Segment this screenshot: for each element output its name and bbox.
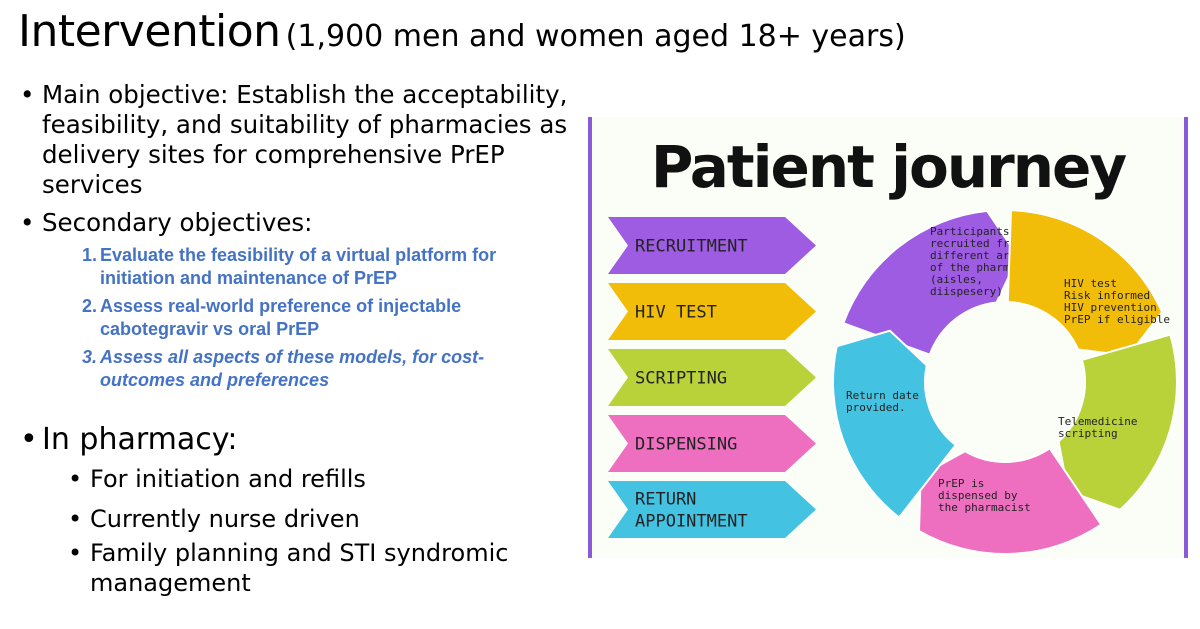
- cycle-segment-4: [917, 446, 1103, 555]
- diagram-left-border: [588, 117, 592, 558]
- step-label: DISPENSING: [635, 435, 737, 455]
- cycle-segment-2: [1006, 209, 1164, 357]
- title-subtitle: (1,900 men and women aged 18+ years): [285, 19, 906, 54]
- cycle-label: Return date: [846, 389, 919, 402]
- patient-journey-diagram: Patient journey RECRUITMENT HIV TEST SCRIP…: [588, 117, 1188, 558]
- secondary-objectives-label: Secondary objectives:: [18, 208, 568, 238]
- diagram-right-border: [1184, 117, 1188, 558]
- cycle-label: the pharmacist: [938, 501, 1031, 514]
- cycle-label: recruited from: [930, 237, 1023, 250]
- cycle-label: PrEP if eligible: [1064, 313, 1170, 326]
- cycle-segment-1: [842, 209, 1020, 356]
- cycle-segment-3: [1057, 333, 1178, 511]
- main-objective: Main objective: Establish the acceptabil…: [18, 80, 568, 200]
- pharmacy-list: For initiation and refills Currently nur…: [18, 464, 578, 598]
- pharmacy-item: Currently nurse driven: [18, 504, 578, 534]
- title-main: Intervention: [18, 6, 281, 57]
- cycle-label: diispesery): [930, 285, 1003, 298]
- cycle-label: different areas: [930, 249, 1029, 262]
- step-arrow-2: [608, 283, 816, 340]
- secondary-objectives-list: 1.Evaluate the feasibility of a virtual …: [18, 244, 538, 392]
- pharmacy-item: Family planning and STI syndromic manage…: [18, 538, 578, 598]
- step-label: SCRIPTING: [635, 369, 727, 389]
- step-arrow-3: [608, 349, 816, 406]
- secondary-objective-2: 2.Assess real-world preference of inject…: [82, 296, 462, 339]
- cycle-label: dispensed by: [938, 489, 1018, 502]
- step-label: APPOINTMENT: [635, 512, 748, 532]
- cycle-label: PrEP is: [938, 477, 984, 490]
- cycle-label: provided.: [846, 401, 906, 414]
- step-label: RETURN: [635, 490, 696, 510]
- cycle-label: scripting: [1058, 427, 1118, 440]
- cycle-segment-5: [832, 329, 958, 519]
- pharmacy-section: In pharmacy: For initiation and refills …: [18, 422, 578, 608]
- step-arrows: RECRUITMENT HIV TEST SCRIPTING DISPENSING RE…: [608, 217, 816, 538]
- cycle-label: Risk informed: [1064, 289, 1150, 302]
- cycle-label: HIV test: [1064, 277, 1117, 290]
- secondary-objective-3: 3.Assess all aspects of these models, fo…: [82, 347, 485, 390]
- patient-journey-svg: Patient journey RECRUITMENT HIV TEST SCRIP…: [588, 117, 1188, 558]
- cycle-label: (aisles,: [930, 273, 983, 286]
- diagram-title: Patient journey: [651, 133, 1126, 201]
- step-label: HIV TEST: [635, 303, 717, 323]
- cycle-label: Telemedicine: [1058, 415, 1137, 428]
- cycle-label: of the pharmacy: [930, 261, 1030, 274]
- step-arrow-4: [608, 415, 816, 472]
- slide-title: Intervention (1,900 men and women aged 1…: [18, 6, 906, 57]
- step-arrow-5: [608, 481, 816, 538]
- objectives-section: Main objective: Establish the acceptabil…: [18, 80, 568, 397]
- step-label: RECRUITMENT: [635, 237, 748, 257]
- step-arrow-1: [608, 217, 816, 274]
- cycle-label: HIV prevention: [1064, 301, 1157, 314]
- pharmacy-label: In pharmacy:: [18, 422, 578, 458]
- pharmacy-item: For initiation and refills: [18, 464, 578, 494]
- secondary-objective-1: 1.Evaluate the feasibility of a virtual …: [82, 245, 497, 288]
